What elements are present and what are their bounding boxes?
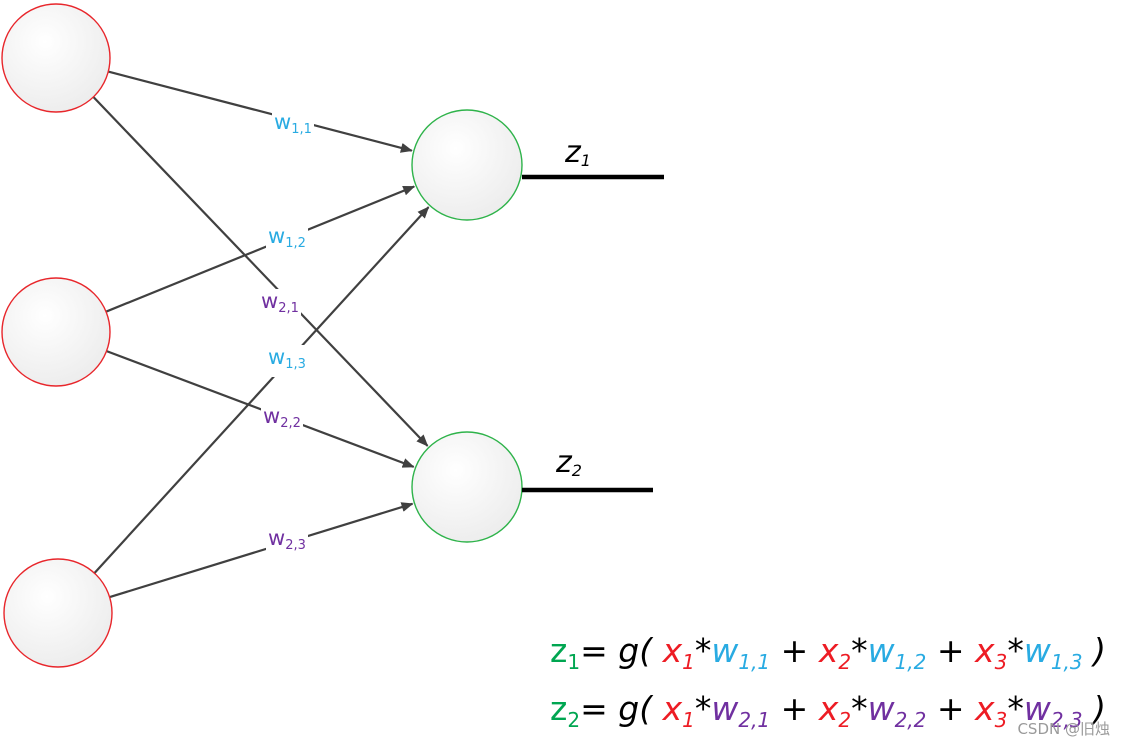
weight-label-w13: w1,3 (266, 345, 308, 377)
weight-label-w21: w2,1 (259, 289, 301, 321)
weight-label-w12: w1,2 (266, 224, 308, 256)
edge-x1-z2 (91, 94, 429, 447)
input-node-x1 (1, 3, 111, 113)
input-node-x3 (3, 558, 113, 668)
output-node-z1 (411, 109, 523, 221)
edge-x3-z1 (92, 206, 430, 576)
output-node-z2 (411, 431, 523, 543)
edge-x2-z2 (104, 349, 415, 468)
weight-label-w22: w2,2 (261, 404, 303, 436)
formula-z2: z2= g( x1*w2,1 + x2*w2,2 + x3*w2,3 ) (550, 689, 1106, 732)
weight-label-w23: w2,3 (266, 526, 308, 558)
edge-x3-z2 (107, 502, 414, 599)
weight-label-w11: w1,1 (272, 110, 314, 142)
edge-x2-z1 (103, 185, 416, 314)
input-node-x2 (1, 277, 111, 387)
output-label-z1: z1 (565, 135, 591, 171)
edge-x1-z1 (106, 70, 413, 153)
output-label-z2: z2 (556, 445, 582, 481)
watermark: CSDN @旧烛 (1017, 720, 1110, 738)
formula-z1: z1= g( x1*w1,1 + x2*w1,2 + x3*w1,3 ) (550, 631, 1106, 674)
